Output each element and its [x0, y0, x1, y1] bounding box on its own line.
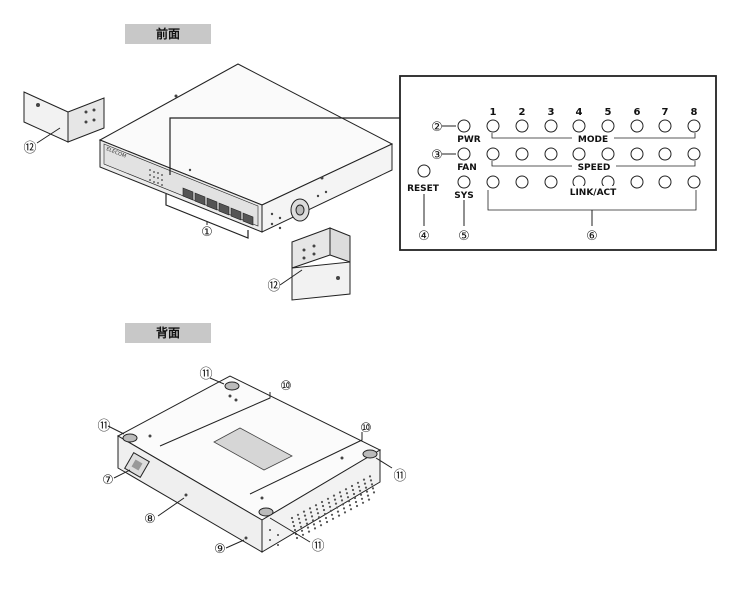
reset-button — [417, 164, 431, 178]
reset-label: RESET — [407, 184, 440, 194]
pwr-label: PWR — [457, 135, 481, 145]
speed-led-port-8 — [687, 147, 701, 161]
port-led-grid — [486, 119, 701, 189]
led-detail-panel — [399, 75, 717, 251]
callout-12-top: ⑫ — [23, 141, 36, 156]
callout-5: ⑤ — [458, 229, 470, 244]
callout-11-right: ⑪ — [393, 469, 406, 484]
rack-bracket-right — [291, 227, 351, 301]
sys-label: SYS — [454, 191, 473, 201]
sys-led — [457, 175, 471, 189]
port-number-8: 8 — [691, 107, 698, 118]
switch-back-view — [116, 375, 382, 553]
callout-6: ⑥ — [586, 229, 598, 244]
port-number-4: 4 — [576, 107, 583, 118]
mode-led-port-1 — [486, 119, 500, 133]
side-vent-holes — [290, 475, 376, 540]
port-number-3: 3 — [548, 107, 555, 118]
label-sticker — [213, 427, 293, 471]
mode-led-port-5 — [601, 119, 615, 133]
speed-row-label: SPEED — [578, 163, 611, 173]
port-number-6: 6 — [634, 107, 641, 118]
speed-led-port-3 — [544, 147, 558, 161]
callout-11-top: ⑪ — [199, 367, 212, 382]
callout-11-bottom: ⑪ — [311, 539, 324, 554]
mode-led-port-3 — [544, 119, 558, 133]
mode-led-port-2 — [515, 119, 529, 133]
link-led-port-7 — [658, 175, 672, 189]
callout-4: ④ — [418, 229, 430, 244]
front-section-label: 前面 — [125, 24, 211, 44]
speed-led-port-4 — [572, 147, 586, 161]
speed-led-port-6 — [630, 147, 644, 161]
mode-row-label: MODE — [578, 135, 608, 145]
back-section-label: 背面 — [125, 323, 211, 343]
rack-bracket-left — [23, 91, 105, 143]
link-led-port-2 — [515, 175, 529, 189]
callout-10-top: ⑩ — [280, 379, 292, 394]
port-number-labels: 1 2 3 4 5 6 7 8 — [490, 107, 698, 118]
callout-7: ⑦ — [102, 473, 114, 488]
speed-led-port-1 — [486, 147, 500, 161]
callout-3: ③ — [431, 148, 443, 163]
speed-led-port-2 — [515, 147, 529, 161]
callout-12-bottom: ⑫ — [267, 279, 280, 294]
mode-led-port-7 — [658, 119, 672, 133]
fan-label: FAN — [457, 163, 477, 173]
rubber-feet — [122, 381, 378, 517]
port-number-7: 7 — [662, 107, 669, 118]
link-row-label: LINK/ACT — [570, 188, 617, 198]
callout-9: ⑨ — [214, 542, 226, 557]
front-led-dots — [149, 169, 163, 186]
link-led-port-6 — [630, 175, 644, 189]
port-number-2: 2 — [519, 107, 526, 118]
speed-led-port-5 — [601, 147, 615, 161]
callout-2: ② — [431, 120, 443, 135]
callout-11-left: ⑪ — [97, 419, 110, 434]
mode-led-port-8 — [687, 119, 701, 133]
mode-led-port-4 — [572, 119, 586, 133]
callout-8: ⑧ — [144, 512, 156, 527]
port-number-5: 5 — [605, 107, 612, 118]
fan-led — [457, 147, 471, 161]
ethernet-ports — [182, 187, 254, 226]
callout-10-right: ⑩ — [360, 421, 372, 436]
speed-led-port-7 — [658, 147, 672, 161]
link-led-port-1 — [486, 175, 500, 189]
port-number-1: 1 — [490, 107, 497, 118]
callout-1: ① — [201, 225, 213, 240]
link-led-port-3 — [544, 175, 558, 189]
mode-led-port-6 — [630, 119, 644, 133]
switch-front-view — [98, 63, 394, 233]
link-led-port-8 — [687, 175, 701, 189]
pwr-led — [457, 119, 471, 133]
